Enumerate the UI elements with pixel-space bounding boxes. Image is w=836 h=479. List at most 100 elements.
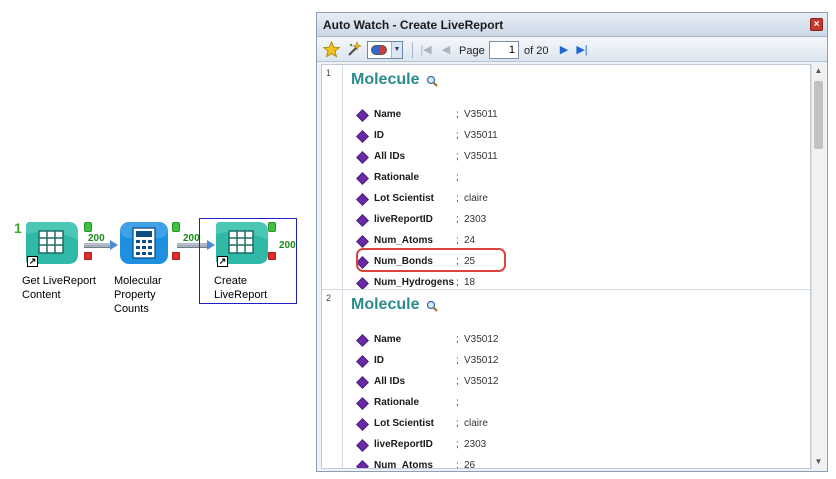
output-port-green[interactable] — [268, 222, 276, 232]
property-colon: ; — [456, 151, 459, 162]
table-node-icon — [216, 222, 268, 264]
output-port-red[interactable] — [84, 252, 92, 260]
first-page-icon[interactable]: |◀ — [420, 44, 432, 56]
prev-page-icon[interactable]: ◀ — [441, 44, 451, 56]
property-name: All IDs — [374, 376, 406, 387]
record-title: Molecule — [351, 296, 420, 313]
property-icon — [356, 397, 369, 410]
connection-line[interactable] — [84, 243, 110, 248]
node-label: Molecular Property Counts — [114, 274, 194, 316]
property-value: V35012 — [464, 355, 499, 366]
property-value: V35012 — [464, 376, 499, 387]
output-port-red[interactable] — [172, 252, 180, 260]
property-name: Lot Scientist — [374, 418, 435, 429]
property-row-highlighted: liveReportID;2303 — [356, 214, 798, 228]
connection-count: 200 — [183, 233, 200, 244]
magnifier-icon[interactable] — [426, 75, 438, 87]
connection-count: 200 — [88, 233, 105, 244]
property-colon: ; — [456, 172, 459, 183]
shortcut-icon: ↗ — [27, 256, 38, 267]
scroll-up-icon[interactable]: ▲ — [814, 66, 823, 75]
property-icon — [356, 277, 369, 290]
property-value: 26 — [464, 460, 476, 469]
record-gutter — [342, 290, 343, 468]
output-port-green[interactable] — [172, 222, 180, 232]
property-colon: ; — [456, 277, 459, 288]
vertical-scrollbar[interactable]: ▲ ▼ — [811, 64, 825, 469]
property-value: 2303 — [464, 439, 487, 450]
view-mode-select[interactable]: ▼ — [367, 41, 403, 59]
next-page-icon[interactable]: ▶ — [559, 44, 569, 56]
auto-watch-window: Auto Watch - Create LiveReport × ▼ |◀ ◀ … — [316, 12, 828, 472]
property-row: ID;V35012 — [356, 355, 798, 369]
property-colon: ; — [456, 130, 459, 141]
node-get-livereport-content[interactable]: 1 ↗ Get LiveReport Content — [14, 216, 104, 316]
property-row: All IDs;V35011 — [356, 151, 798, 165]
property-colon: ; — [456, 109, 459, 120]
output-port-red[interactable] — [268, 252, 276, 260]
property-name: ID — [374, 130, 384, 141]
property-value: claire — [464, 193, 488, 204]
property-row: Num_Atoms;24 — [356, 235, 798, 249]
property-icon — [356, 130, 369, 143]
output-port-green[interactable] — [84, 222, 92, 232]
node-label-line: Content — [22, 289, 61, 301]
property-name: Lot Scientist — [374, 193, 435, 204]
record-separator — [322, 289, 810, 290]
shortcut-icon: ↗ — [217, 256, 228, 267]
scroll-down-icon[interactable]: ▼ — [814, 457, 823, 466]
node-create-livereport[interactable]: 200 ↗ Create LiveReport — [204, 216, 296, 316]
highlight-callout — [356, 248, 506, 272]
toolbar-separator — [412, 42, 413, 58]
connection-line[interactable] — [177, 243, 207, 248]
node-selection-box — [199, 218, 297, 304]
property-icon — [356, 235, 369, 248]
node-label-line: Molecular — [114, 275, 162, 287]
property-row: All IDs; V35012 — [356, 376, 798, 390]
node-label-line: Counts — [114, 303, 149, 315]
page-number-input[interactable] — [489, 41, 519, 59]
node-label-line: Get LiveReport — [22, 275, 96, 287]
record-index: 1 — [326, 68, 332, 78]
property-name: liveReportID — [374, 214, 433, 225]
property-value: V35011 — [464, 130, 498, 141]
title-bar[interactable]: Auto Watch - Create LiveReport × — [317, 13, 827, 37]
magnifier-icon[interactable] — [426, 300, 438, 312]
node-label-line: LiveReport — [214, 289, 268, 301]
record-index: 2 — [326, 293, 332, 303]
wand-icon[interactable] — [345, 41, 363, 59]
property-icon — [356, 439, 369, 452]
property-colon: ; — [456, 439, 459, 450]
property-name: Num_Hydrogens — [374, 277, 455, 288]
page-count: of 20 — [524, 45, 549, 57]
property-colon: ; — [456, 418, 459, 429]
property-colon: ; — [456, 376, 459, 387]
table-node-icon — [26, 222, 78, 264]
calculator-node-icon — [120, 222, 168, 264]
property-value: 18 — [464, 277, 476, 288]
property-icon — [356, 418, 369, 431]
property-row: Rationale; — [356, 397, 798, 411]
property-row: Name;V35011 — [356, 109, 798, 123]
property-name: Rationale — [374, 397, 420, 408]
record-gutter — [342, 65, 343, 289]
property-value: V35011 — [464, 109, 498, 120]
record: 2 Molecule Name;V35012 ID;V35012 All IDs… — [322, 290, 810, 469]
property-icon — [356, 109, 369, 122]
records-panel: 1 Molecule Name;V35011 ID;V35011 All IDs… — [321, 64, 811, 469]
last-page-icon[interactable]: ▶| — [576, 44, 588, 56]
property-row: ID; V35011 — [356, 130, 798, 144]
property-row: Num_Hydrogens; 18 — [356, 277, 798, 291]
property-colon: ; — [456, 193, 459, 204]
property-name: Rationale — [374, 172, 420, 183]
property-value: 2303 — [464, 214, 487, 225]
star-icon[interactable] — [322, 40, 340, 59]
scroll-thumb[interactable] — [814, 81, 823, 149]
output-count: 200 — [279, 240, 296, 251]
page-label: Page — [459, 45, 485, 57]
node-molecular-property-counts[interactable]: Molecular Property Counts — [114, 216, 194, 316]
view-mode-icon — [371, 45, 387, 55]
property-row: Name;V35012 — [356, 334, 798, 348]
close-button[interactable]: × — [810, 18, 823, 31]
window-title: Auto Watch - Create LiveReport — [323, 18, 504, 32]
